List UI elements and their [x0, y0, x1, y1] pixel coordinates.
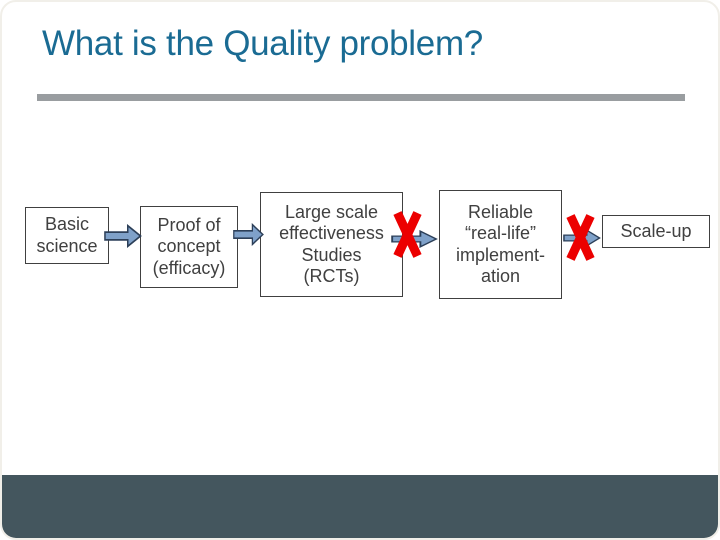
flow-arrow-icon — [104, 224, 142, 248]
page-title: What is the Quality problem? — [42, 24, 483, 63]
stage-label: Scale-up — [620, 220, 692, 241]
stage-label: Large scale effectiveness Studies (RCTs) — [279, 202, 384, 286]
title-underline-bar — [37, 94, 685, 101]
stage-box-basic-science: Basic science — [25, 207, 109, 264]
stage-box-scale-up: Scale-up — [602, 215, 710, 248]
stage-box-large-scale-studies: Large scale effectiveness Studies (RCTs) — [260, 192, 403, 297]
x-mark-icon — [393, 209, 422, 260]
flow-arrow-icon — [233, 223, 264, 246]
stage-label: Reliable “real-life” implement- ation — [455, 202, 546, 286]
stage-box-proof-of-concept: Proof of concept (efficacy) — [140, 206, 238, 288]
stage-label: Proof of concept (efficacy) — [152, 215, 226, 278]
stage-box-real-life-implementation: Reliable “real-life” implement- ation — [439, 190, 562, 299]
stage-label: Basic science — [36, 214, 98, 256]
x-mark-icon — [566, 212, 595, 263]
footer-bar — [2, 475, 718, 538]
